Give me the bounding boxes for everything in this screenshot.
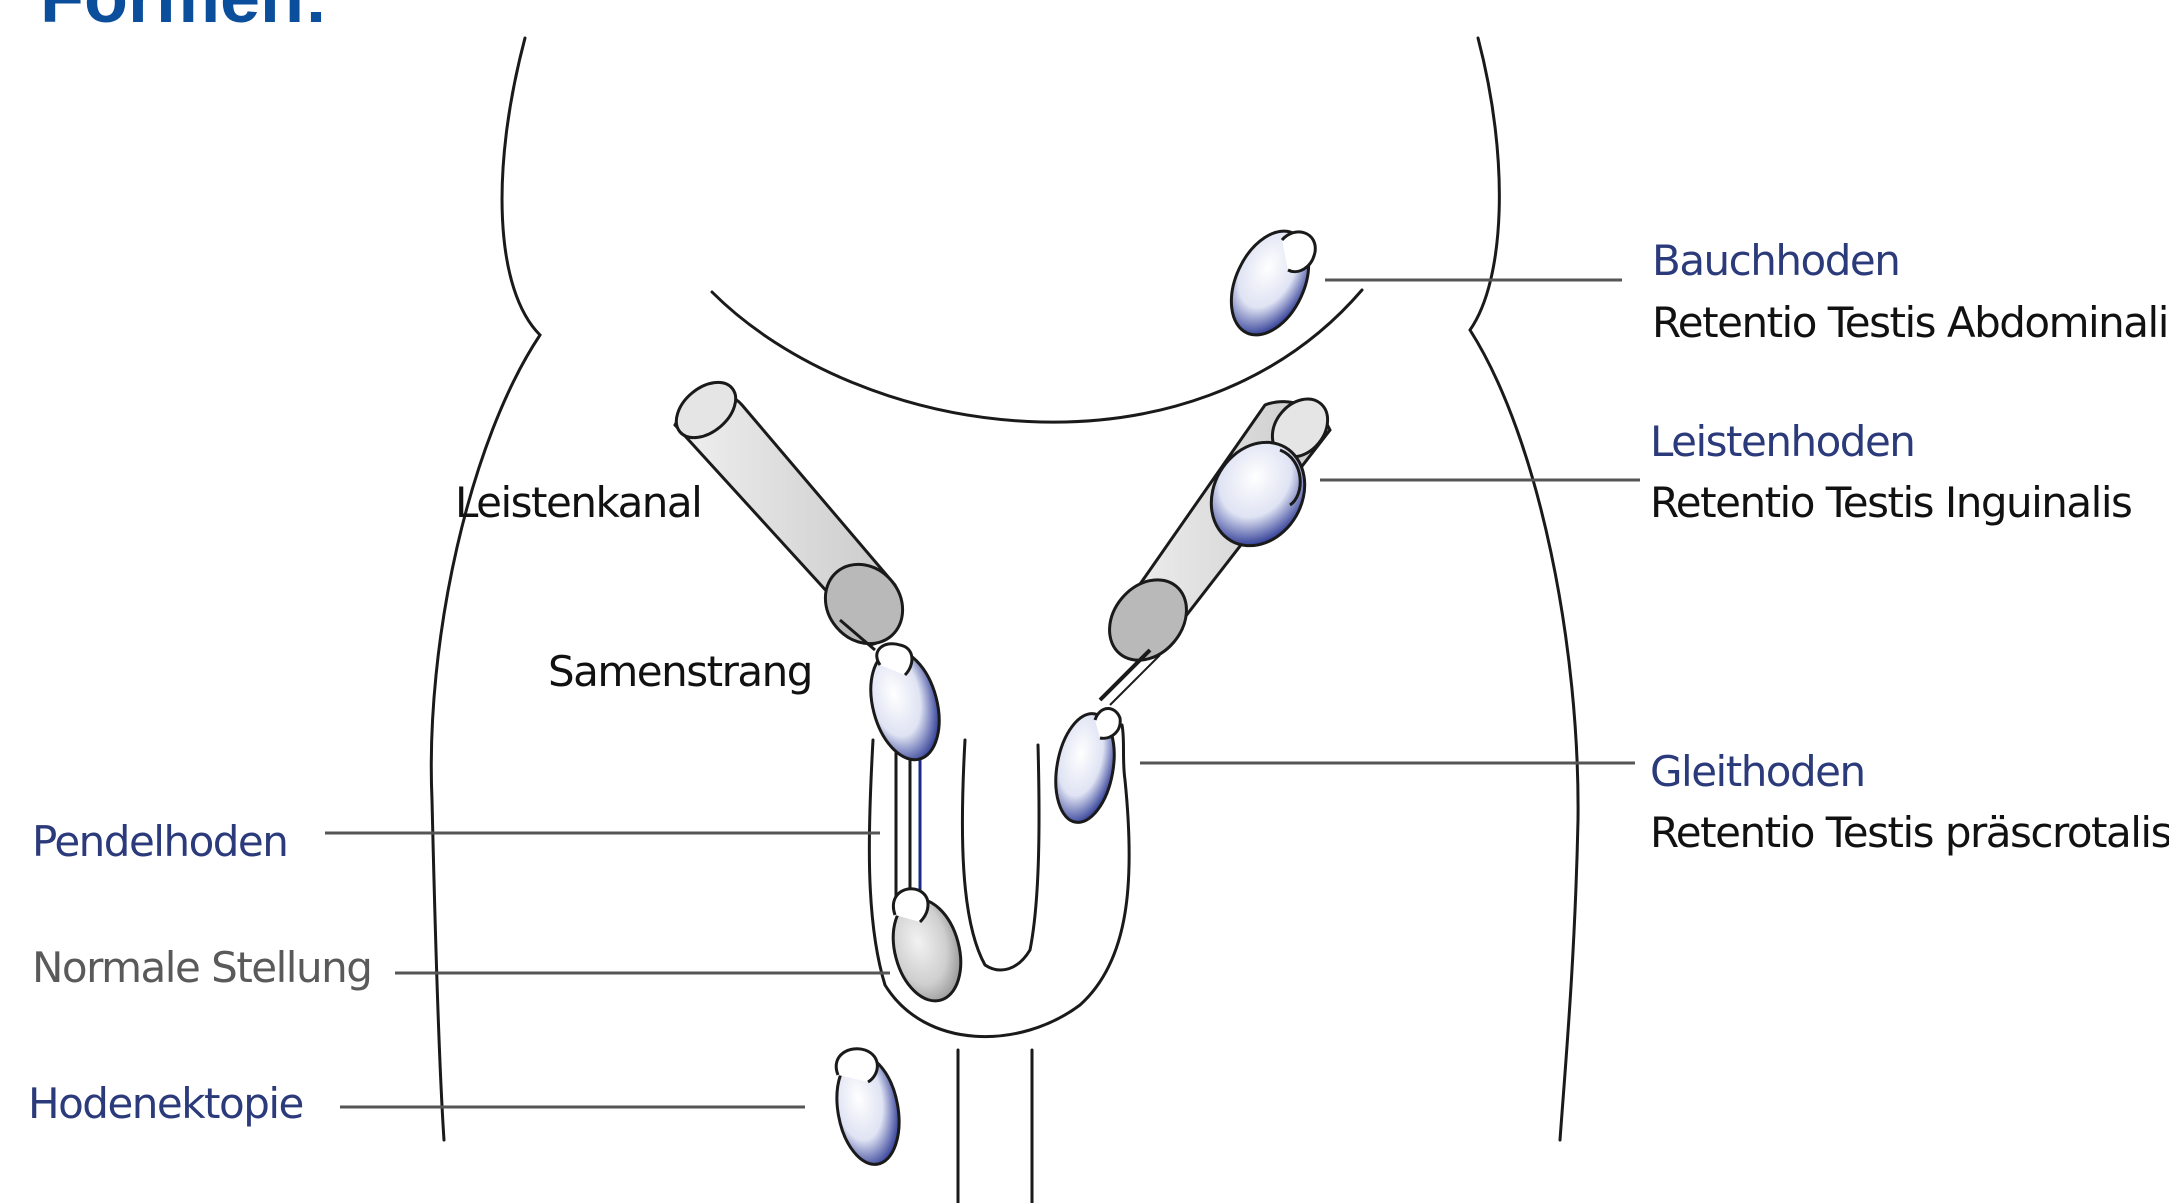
label-bauchhoden-latin: Retentio Testis Abdominalis <box>1652 302 2169 344</box>
left-flank-line <box>431 38 540 1140</box>
testis-normal <box>883 889 972 1009</box>
body-outline <box>431 38 1578 1203</box>
leader-lines <box>325 280 1640 1107</box>
label-leistenhoden: Leistenhoden <box>1650 421 1914 463</box>
testis-bauch <box>1216 219 1324 347</box>
label-gleithoden-latin: Retentio Testis präscrotalis <box>1650 812 2169 854</box>
label-samenstrang: Samenstrang <box>548 651 812 693</box>
label-gleithoden: Gleithoden <box>1650 751 1865 793</box>
label-pendelhoden: Pendelhoden <box>32 821 287 863</box>
testis-ektopie <box>829 1049 907 1170</box>
label-bauchhoden: Bauchhoden <box>1652 240 1899 282</box>
scrotum-septum <box>962 740 1039 970</box>
left-inguinal-canal <box>666 371 919 659</box>
right-flank-line <box>1470 38 1578 1140</box>
label-normale-stellung: Normale Stellung <box>32 947 371 989</box>
label-leistenhoden-latin: Retentio Testis Inguinalis <box>1650 482 2131 524</box>
label-hodenektopie: Hodenektopie <box>28 1083 303 1125</box>
label-leistenkanal: Leistenkanal <box>455 482 701 524</box>
page-heading: Formen: <box>40 0 328 34</box>
right-inguinal-canal <box>1094 388 1339 705</box>
testis-gleit <box>1048 708 1122 827</box>
